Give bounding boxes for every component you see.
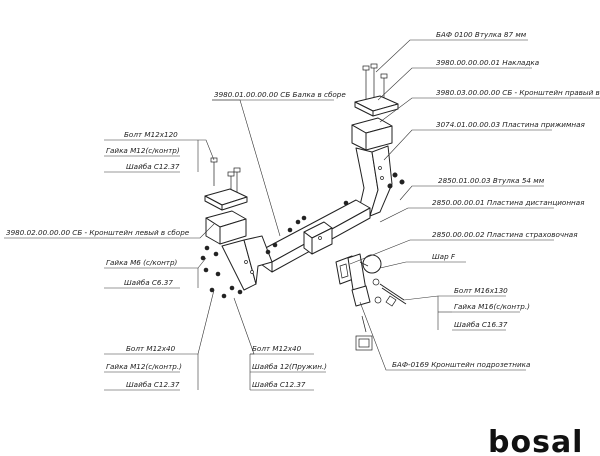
label-nakladka: 3980.00.00.00.01 Накладка [436,58,539,67]
label-vtulka-87: БАФ 0100 Втулка 87 мм [436,30,527,39]
label-left-bracket: 3980.02.00.00.00 СБ - Кронштейн левый в … [6,228,190,237]
label-bolt-m16: Болт М16х130 [454,286,508,295]
tow-beam [257,199,371,273]
left-bracket [204,188,273,291]
label-nut-m12-bottom: Гайка М12(с/контр.) [106,362,182,371]
label-safety-plate: 2850.00.00.02 Пластина страховочная [432,230,578,239]
label-spacer-plate: 2850.00.00.01 Пластина дистанционная [432,198,585,207]
label-nut-m12-top: Гайка М12(с/контр) [106,146,180,155]
label-beam: 3980.01.00.00.00 СБ Балка в сборе [214,90,346,99]
label-washer-c16: Шайба С16.37 [454,320,508,329]
label-washer-c12-bottom-left: Шайба С12.37 [126,380,180,389]
label-right-bracket: 3980.03.00.00.00 СБ - Кронштейн правый в… [436,88,600,97]
label-socket-bracket: БАФ-0169 Кронштейн подрозетника [392,360,530,369]
label-washer-c12-bottom-mid: Шайба С12.37 [252,380,306,389]
left-bracket-nuts [200,215,307,299]
label-nut-m16: Гайка М16(с/контр.) [454,302,530,311]
m16-bolt [372,278,407,307]
right-bracket-plate [354,95,399,117]
label-clamp-plate: 3074.01.00.00.03 Пластина прижимная [436,120,586,129]
leader-lines [4,39,600,391]
right-bracket [351,117,393,217]
label-spring-washer-12: Шайба 12(Пружин.) [252,362,327,371]
part-labels: БАФ 0100 Втулка 87 мм 3980.00.00.00.01 Н… [6,30,600,389]
socket-bracket [355,315,373,351]
label-ball: Шар F [432,252,456,261]
label-washer-c12-top: Шайба С12.37 [126,162,180,171]
label-bolt-m12x40-left: Болт М12х40 [126,344,176,353]
label-nut-m6: Гайка М6 (с/контр) [106,258,178,267]
label-washer-c6: Шайба С6.37 [124,278,173,287]
label-vtulka-54: 2850.01.00.03 Втулка 54 мм [438,176,545,185]
bosal-logo: bosal [488,425,583,456]
label-bolt-m12x120: Болт М12х120 [124,130,178,139]
label-bolt-m12x40-mid: Болт М12х40 [252,344,302,353]
